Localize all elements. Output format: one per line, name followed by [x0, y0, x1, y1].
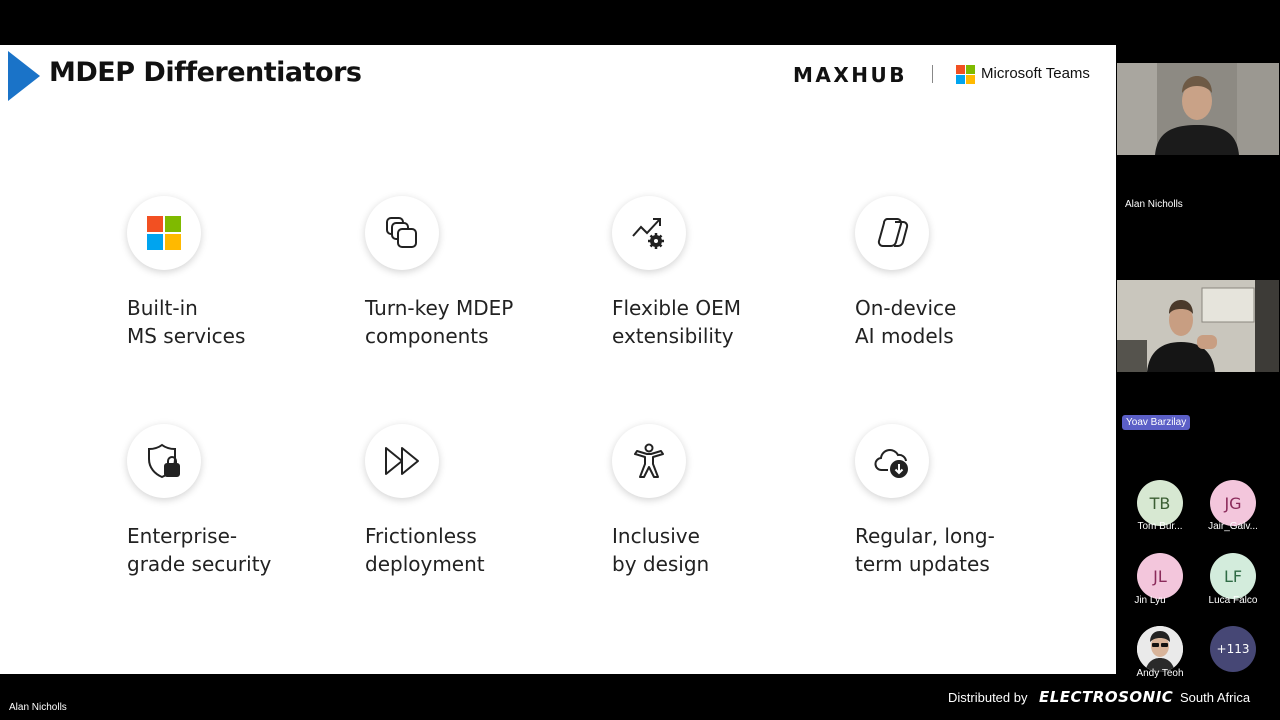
cloud-download-icon: [855, 424, 929, 498]
fast-forward-icon: [365, 424, 439, 498]
participant-video-tile[interactable]: [1117, 63, 1279, 155]
region-label: South Africa: [1180, 690, 1251, 705]
brand-divider: [932, 65, 933, 83]
participant-video-tile-speaking[interactable]: [1117, 280, 1279, 372]
avatar[interactable]: JG: [1210, 480, 1256, 526]
shared-slide: MDEP Differentiators MAXHUB Microsoft Te…: [0, 45, 1116, 674]
distributed-by-label: Distributed by: [948, 690, 1028, 705]
stacked-layers-icon: [365, 196, 439, 270]
active-speaker-badge: Yoav Barzilay: [1122, 415, 1191, 430]
avatar[interactable]: JL: [1137, 553, 1183, 599]
card-label: Enterprise-grade security: [127, 524, 272, 576]
copilot-icon: [855, 196, 929, 270]
slide-accent-triangle: [8, 51, 40, 101]
maxhub-logo: MAXHUB: [793, 63, 908, 87]
presenter-name: Alan Nicholls: [9, 702, 67, 713]
slide-title: MDEP Differentiators: [49, 57, 362, 88]
avatar[interactable]: LF: [1210, 553, 1256, 599]
card-regular-updates: Regular, long-term updates: [855, 424, 1085, 614]
avatar[interactable]: TB: [1137, 480, 1183, 526]
electrosonic-logo: ELECTROSONIC: [1039, 688, 1174, 706]
participant-name: Alan Nicholls: [1125, 199, 1183, 210]
more-participants-button[interactable]: +113: [1210, 626, 1256, 672]
trend-gear-icon: [612, 196, 686, 270]
avatar-name: Luca Falco: [1208, 595, 1258, 606]
microsoft-teams-wordmark: Microsoft Teams: [981, 65, 1090, 82]
microsoft-logo-icon: [956, 65, 975, 84]
shield-lock-icon: [127, 424, 201, 498]
avatar-name: Jair_Galv...: [1208, 521, 1258, 532]
microsoft-logo-icon: [127, 196, 201, 270]
avatar-name: Tom Bur...: [1137, 521, 1183, 532]
avatar-name: Jin Lyu: [1134, 595, 1166, 606]
accessibility-icon: [612, 424, 686, 498]
card-enterprise-security: Enterprise-grade security: [127, 424, 357, 614]
avatar-name: Andy Teoh: [1136, 668, 1184, 679]
card-label: Regular, long-term updates: [855, 524, 995, 576]
avatar-photo[interactable]: [1137, 626, 1183, 672]
